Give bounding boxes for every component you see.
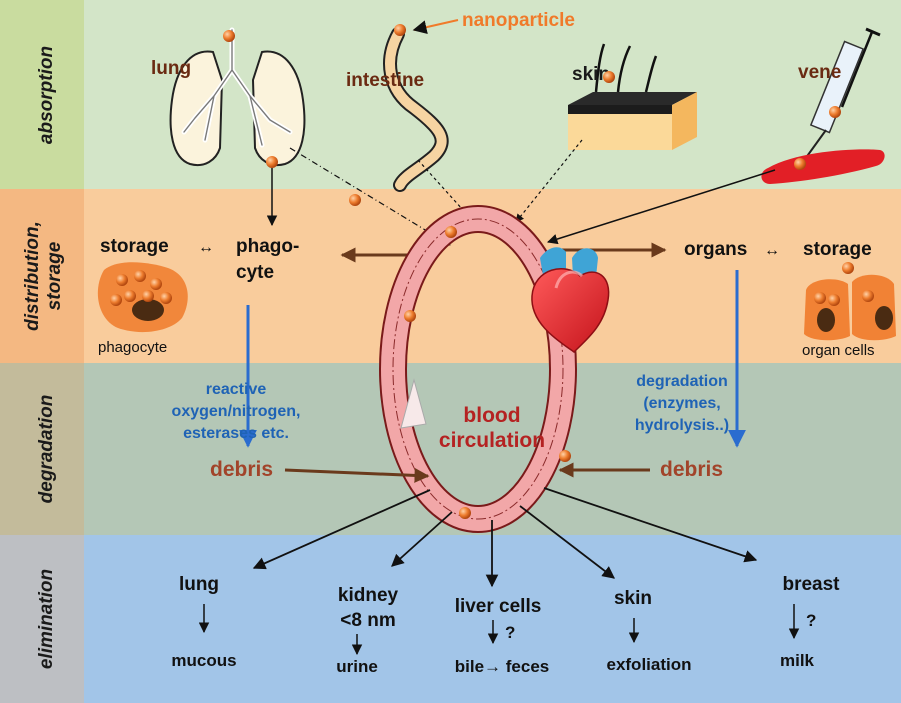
phago-label: phago- [236,236,299,257]
nanoparticle [603,71,615,83]
absorption-band [0,0,901,189]
nanoparticle [349,194,361,206]
lung-label: lung [151,58,191,79]
organs-storage-double-arrow: ↔ [764,242,780,259]
absorption-stage-label: absorption [36,46,57,144]
nanoparticle [459,507,471,519]
bile-feces-label: bile→ feces [455,657,550,676]
breast-label: breast [782,574,840,595]
degradation-right-line1: degradation [636,373,728,390]
nanoparticle [404,310,416,322]
nanoparticle [266,156,278,168]
elim-skin-label: skin [614,588,652,609]
phagocyte-caption: phagocyte [98,339,167,356]
nanoparticle-label: nanoparticle [462,10,575,31]
degradation-right-line2: (enzymes, [643,395,720,412]
debris-left-label: debris [210,458,273,481]
blood-label: blood [463,404,520,427]
nanoparticle [394,24,406,36]
elim-lung-label: lung [179,574,219,595]
exfoliation-label: exfoliation [606,655,691,674]
storage-left-label: storage [100,236,169,257]
liver-cells-label: liver cells [455,596,542,617]
storage-phagocyte-double-arrow: ↔ [198,239,214,256]
nanoparticle [445,226,457,238]
debris-right-label: debris [660,458,723,481]
phagocyte-cell-illustration [98,262,188,332]
storage-stage-label: storage [44,241,65,310]
liver-question-mark: ? [505,623,515,642]
urine-label: urine [336,657,378,676]
organ-cells-caption: organ cells [802,342,875,359]
kidney-label: kidney [338,585,399,606]
circulation-label: circulation [439,429,545,452]
mucous-label: mucous [171,651,236,670]
cyte-label: cyte [236,262,274,283]
intestine-label: intestine [346,70,424,91]
nanoparticle [223,30,235,42]
nanoparticle [559,450,571,462]
breast-question-mark: ? [806,611,816,630]
nanoparticle [794,158,806,170]
degradation-left-line1: reactive [206,381,267,398]
degradation-stage-label: degradation [36,395,57,504]
degradation-left-line3: esterases etc. [183,425,289,442]
organs-label: organs [684,239,747,260]
storage-right-label: storage [803,239,872,260]
degradation-left-line2: oxygen/nitrogen, [172,403,301,420]
kidney-size-label: <8 nm [340,610,395,631]
milk-label: milk [780,651,815,670]
distribution-stage-label: distribution, [22,221,43,331]
nanoparticle [829,106,841,118]
elimination-stage-label: elimination [36,569,57,669]
vene-label: vene [798,62,841,83]
elimination-band [0,535,901,703]
degradation-right-line3: hydrolysis..) [635,417,729,434]
